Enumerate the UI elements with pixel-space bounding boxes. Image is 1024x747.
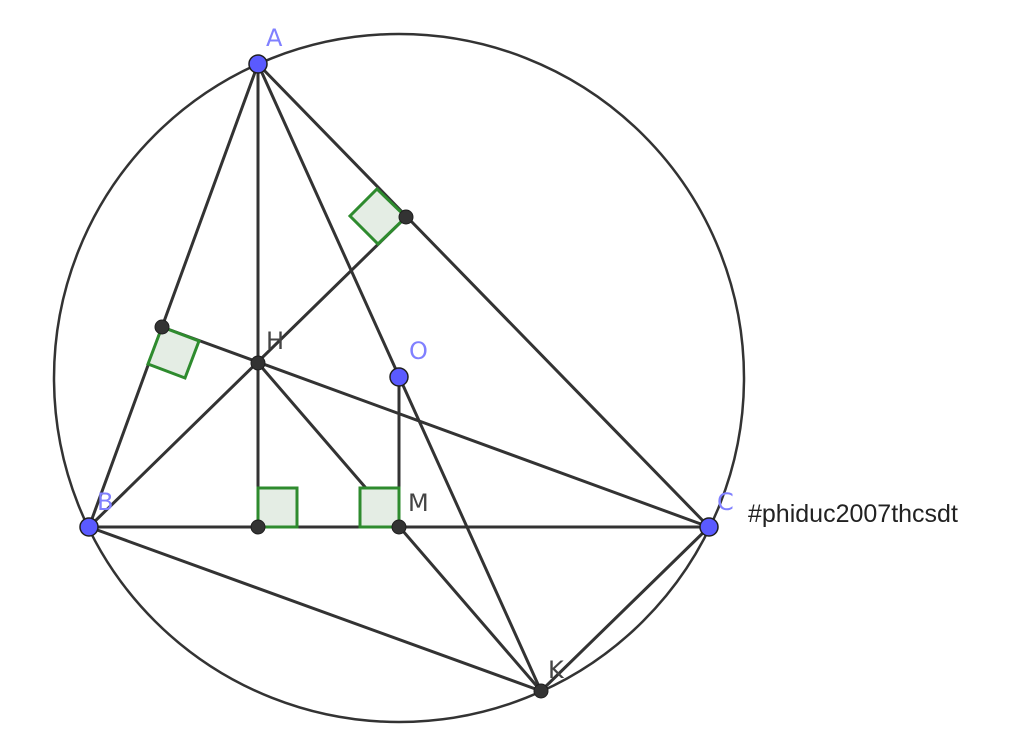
point-altitude-foot-BC[interactable] xyxy=(250,519,266,535)
point-M[interactable] xyxy=(391,519,407,535)
point-altitude-foot-AB[interactable] xyxy=(154,319,170,335)
altitude-from-B xyxy=(87,215,408,529)
circumcircle xyxy=(52,32,746,724)
label-M: M xyxy=(408,489,429,517)
point-B[interactable] xyxy=(79,517,99,537)
label-A: A xyxy=(266,24,283,52)
right-angle-marker-AB-foot xyxy=(146,325,201,380)
altitude-from-C xyxy=(160,325,711,529)
label-B: B xyxy=(97,488,113,516)
point-C[interactable] xyxy=(699,517,719,537)
segment-AB xyxy=(87,62,260,529)
label-H: H xyxy=(266,327,284,355)
label-C: C xyxy=(717,488,734,516)
watermark-text: #phiduc2007thcsdt xyxy=(748,500,958,528)
point-O[interactable] xyxy=(389,367,409,387)
segment-CK xyxy=(539,525,711,693)
point-H[interactable] xyxy=(250,355,266,371)
segment-BK xyxy=(87,525,543,693)
right-angle-marker-AC-foot xyxy=(347,186,409,247)
point-K[interactable] xyxy=(533,683,549,699)
right-angle-marker-altitude-foot xyxy=(256,486,299,529)
point-altitude-foot-AC[interactable] xyxy=(398,209,414,225)
segment-AC xyxy=(256,62,711,529)
point-A[interactable] xyxy=(248,54,268,74)
label-K: K xyxy=(548,656,565,684)
right-angle-marker-M xyxy=(358,486,401,529)
label-O: O xyxy=(409,337,428,365)
